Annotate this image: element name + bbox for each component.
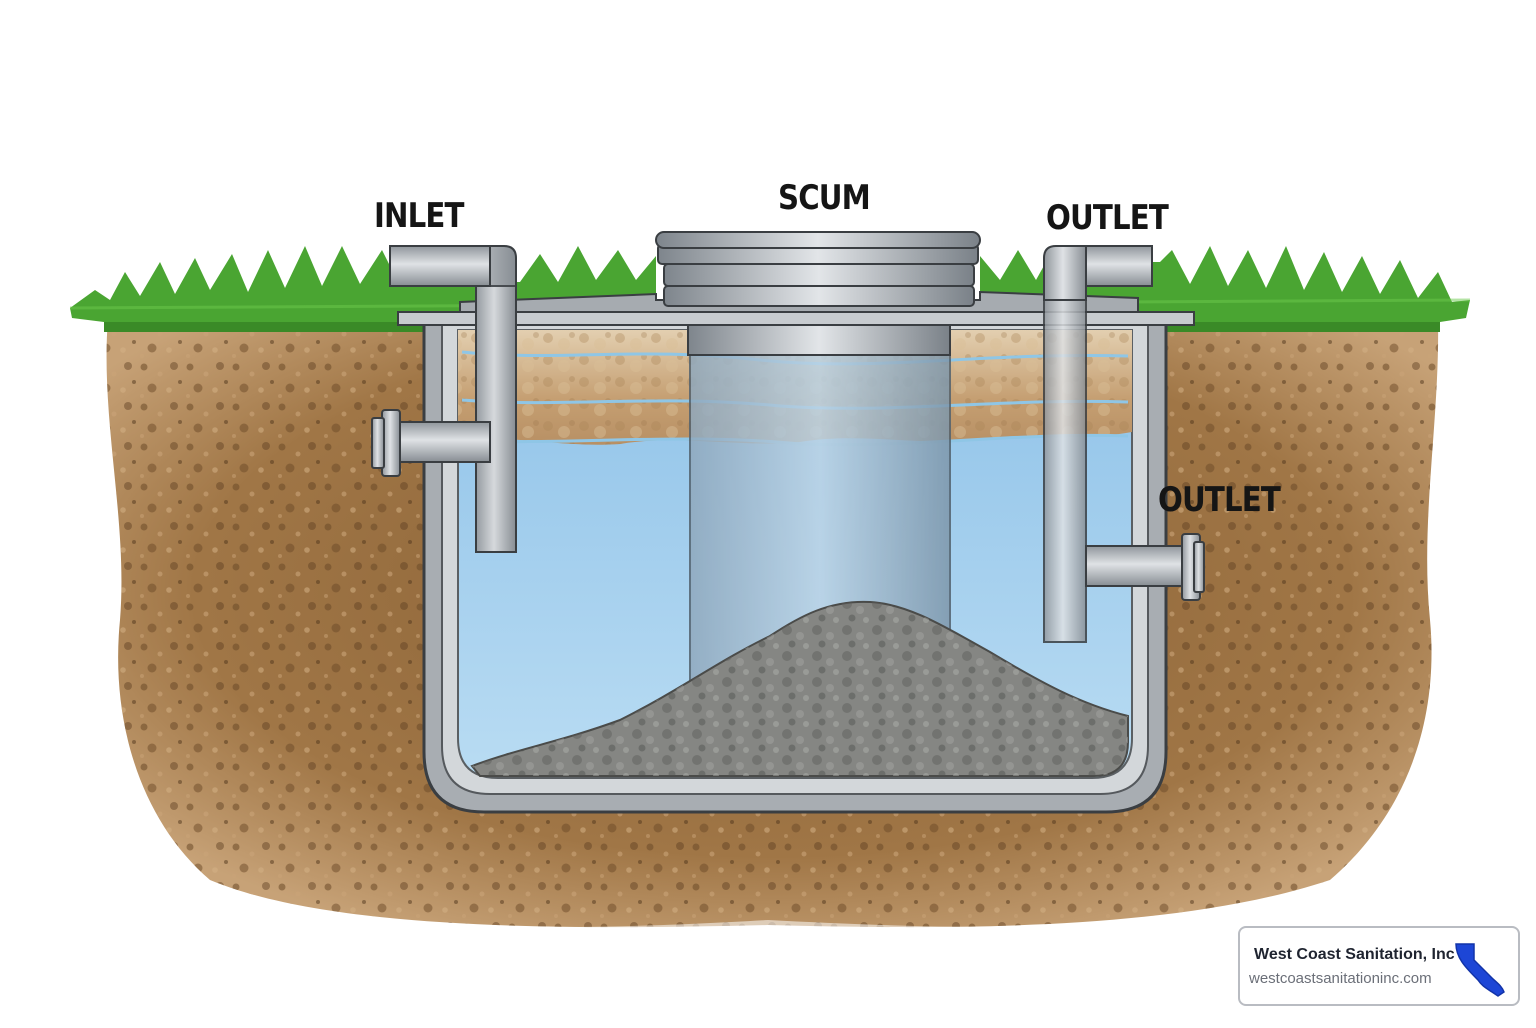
company-badge: West Coast Sanitation, Inc westcoastsani… — [1238, 926, 1520, 1006]
scum-label: SCUM — [778, 178, 871, 218]
outlet-pipe — [1043, 245, 1205, 643]
riser-neck — [687, 324, 951, 356]
california-state-icon — [1455, 943, 1505, 997]
outlet-side-label: OUTLET — [1158, 480, 1281, 520]
company-website: westcoastsanitationinc.com — [1249, 970, 1432, 987]
company-name: West Coast Sanitation, Inc — [1254, 946, 1455, 963]
inlet-label: INLET — [374, 196, 464, 236]
inlet-pipe — [371, 245, 517, 553]
outlet-top-label: OUTLET — [1046, 198, 1169, 238]
manhole-lid — [655, 231, 981, 249]
